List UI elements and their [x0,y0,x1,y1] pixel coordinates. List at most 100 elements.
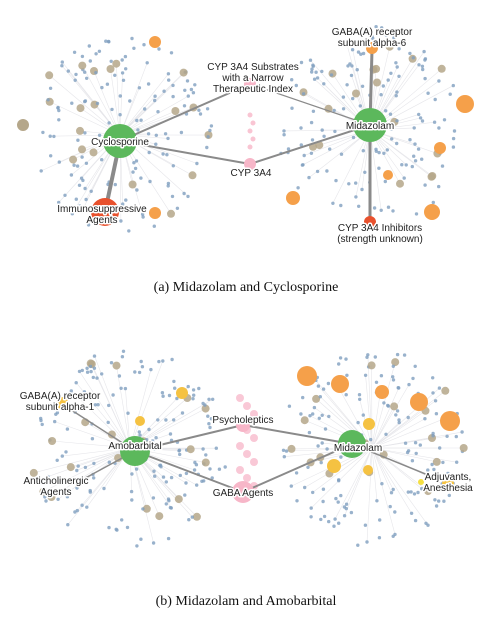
panel-b-right-small-node [323,427,328,431]
panel-a-right-small-node [357,204,361,208]
panel-b-right-small-node [309,515,313,519]
label-psycholeptics-line: Psycholeptics [212,415,273,426]
panel-a-left-small-node [110,107,114,112]
panel-a-left-small-node [46,98,50,102]
label-cyclosporine-line: Cyclosporine [91,137,149,148]
panel-b-left-small-node [195,483,199,487]
panel-a-left-small-node [209,124,214,128]
panel-b-left-small-node [75,486,79,490]
panel-b-right-small-node [356,543,360,547]
panel-b-right-small-node [311,412,315,416]
panel-a-right-small-node [426,91,430,95]
panel-b-right-small-node [454,434,458,439]
neighbor-node [375,385,389,399]
panel-a-right-small-node [282,133,286,137]
panel-b-right-small-node [289,484,293,488]
panel-b-left-small-node [172,418,176,422]
panel-b-right-small-node [382,401,386,405]
panel-a-right-small-node [421,67,425,72]
panel-b-left-small-node [73,510,77,514]
panel-b-right-small-node [373,355,377,359]
panel-b-left-small-node [139,537,143,541]
panel-b-left-small-node [190,515,194,519]
panel-b-right-small-node [432,457,441,466]
panel-a-left-small-node [86,223,91,227]
panel-a-right-small-node [363,170,367,174]
panel-a-left-small-node [118,94,123,98]
label-immunosuppressive-line: Agents [86,215,117,226]
neighbor-node [383,170,393,180]
panel-b-left-edge [129,369,152,449]
panel-b-left-small-node [164,418,168,422]
panel-a-right-small-node [308,58,313,62]
panel-b-right-small-node [432,467,436,472]
drug-node-midazolam [353,108,387,142]
panel-a-left-small-node [182,191,186,196]
panel-b-right-small-node [393,532,397,537]
panel-a-left-small-node [146,82,151,86]
label-gaba-a6-line: subunit alpha-6 [338,38,407,49]
panel-a-right-small-node [348,62,352,66]
panel-a-right-small-node [377,41,382,46]
panel-a-right-small-node [418,116,423,120]
panel-b-right-small-node [430,462,434,467]
panel-b-right-small-node [375,499,379,503]
panel-a-left-small-node [128,180,137,189]
panel-a-right-small-node [391,209,395,213]
panel-b-left-small-node [166,536,171,541]
panel-b-right-small-node [431,431,435,436]
panel-b-right-small-node [321,387,326,391]
panel-a-right-small-node [420,157,424,161]
panel-b-left-small-node [83,465,88,470]
panel-a-right-small-node [437,184,441,189]
panel-b-left-edge [62,447,131,457]
panel-a-right-small-node [417,63,421,67]
panel-a-left-small-node [167,209,175,218]
panel-a-left-small-node [52,134,56,139]
panel-a-left-small-node [83,99,88,103]
panel-a-right-small-node [354,195,358,199]
panel-a-right-small-node [320,128,324,132]
panel-a-shared-node [247,128,253,134]
panel-b-right-small-node [410,459,415,463]
panel-a-left-small-node [136,128,140,132]
panel-b-right-small-node [388,504,392,509]
panel-a-right-small-node [379,208,383,212]
panel-b-right-edge [371,387,440,449]
panel-a-left-small-node [146,132,151,136]
panel-b-left-small-node [130,472,134,476]
panel-a-left-small-node [84,197,88,202]
edge [249,124,371,165]
neighbor-node [135,416,145,426]
panel-b-right-small-node [390,402,399,411]
panel-b-right-edge [371,447,396,535]
panel-b-left-small-node [201,404,210,413]
panel-a-right-small-node [402,176,406,180]
edge [119,140,251,165]
panel-a-left-small-node [100,85,104,90]
label-midazolam-line: Midazolam [334,443,382,454]
panel-b-left-small-node [152,447,156,451]
label-midazolam: Midazolam [346,121,394,132]
panel-b-right-small-node [395,352,400,357]
panel-b-left-small-node [154,436,158,440]
panel-b-left-small-node [129,489,134,494]
panel-a-left-small-node [131,170,135,174]
panel-b-left-small-node [39,487,48,496]
panel-b-right-small-node [320,441,324,445]
panel-b-left-small-node [187,518,191,522]
panel-b-right-small-node [413,518,418,523]
panel-a-left-small-node [83,131,87,135]
panel-a-right-small-node [312,77,317,81]
panel-b-left-small-node [29,468,38,477]
panel-b-left-small-node [207,422,211,426]
panel-a-left-small-node [205,145,209,150]
panel-a-left-small-node [145,61,149,65]
panel-a-left-edge [119,73,169,136]
panel-a-right-small-node [347,182,351,186]
panel-a-left-small-node [79,210,84,214]
panel-b-left-small-node [208,467,212,471]
panel-b-left-small-node [133,370,137,374]
panel-a-right-small-node [420,64,425,69]
panel-b-right-small-node [319,517,323,522]
